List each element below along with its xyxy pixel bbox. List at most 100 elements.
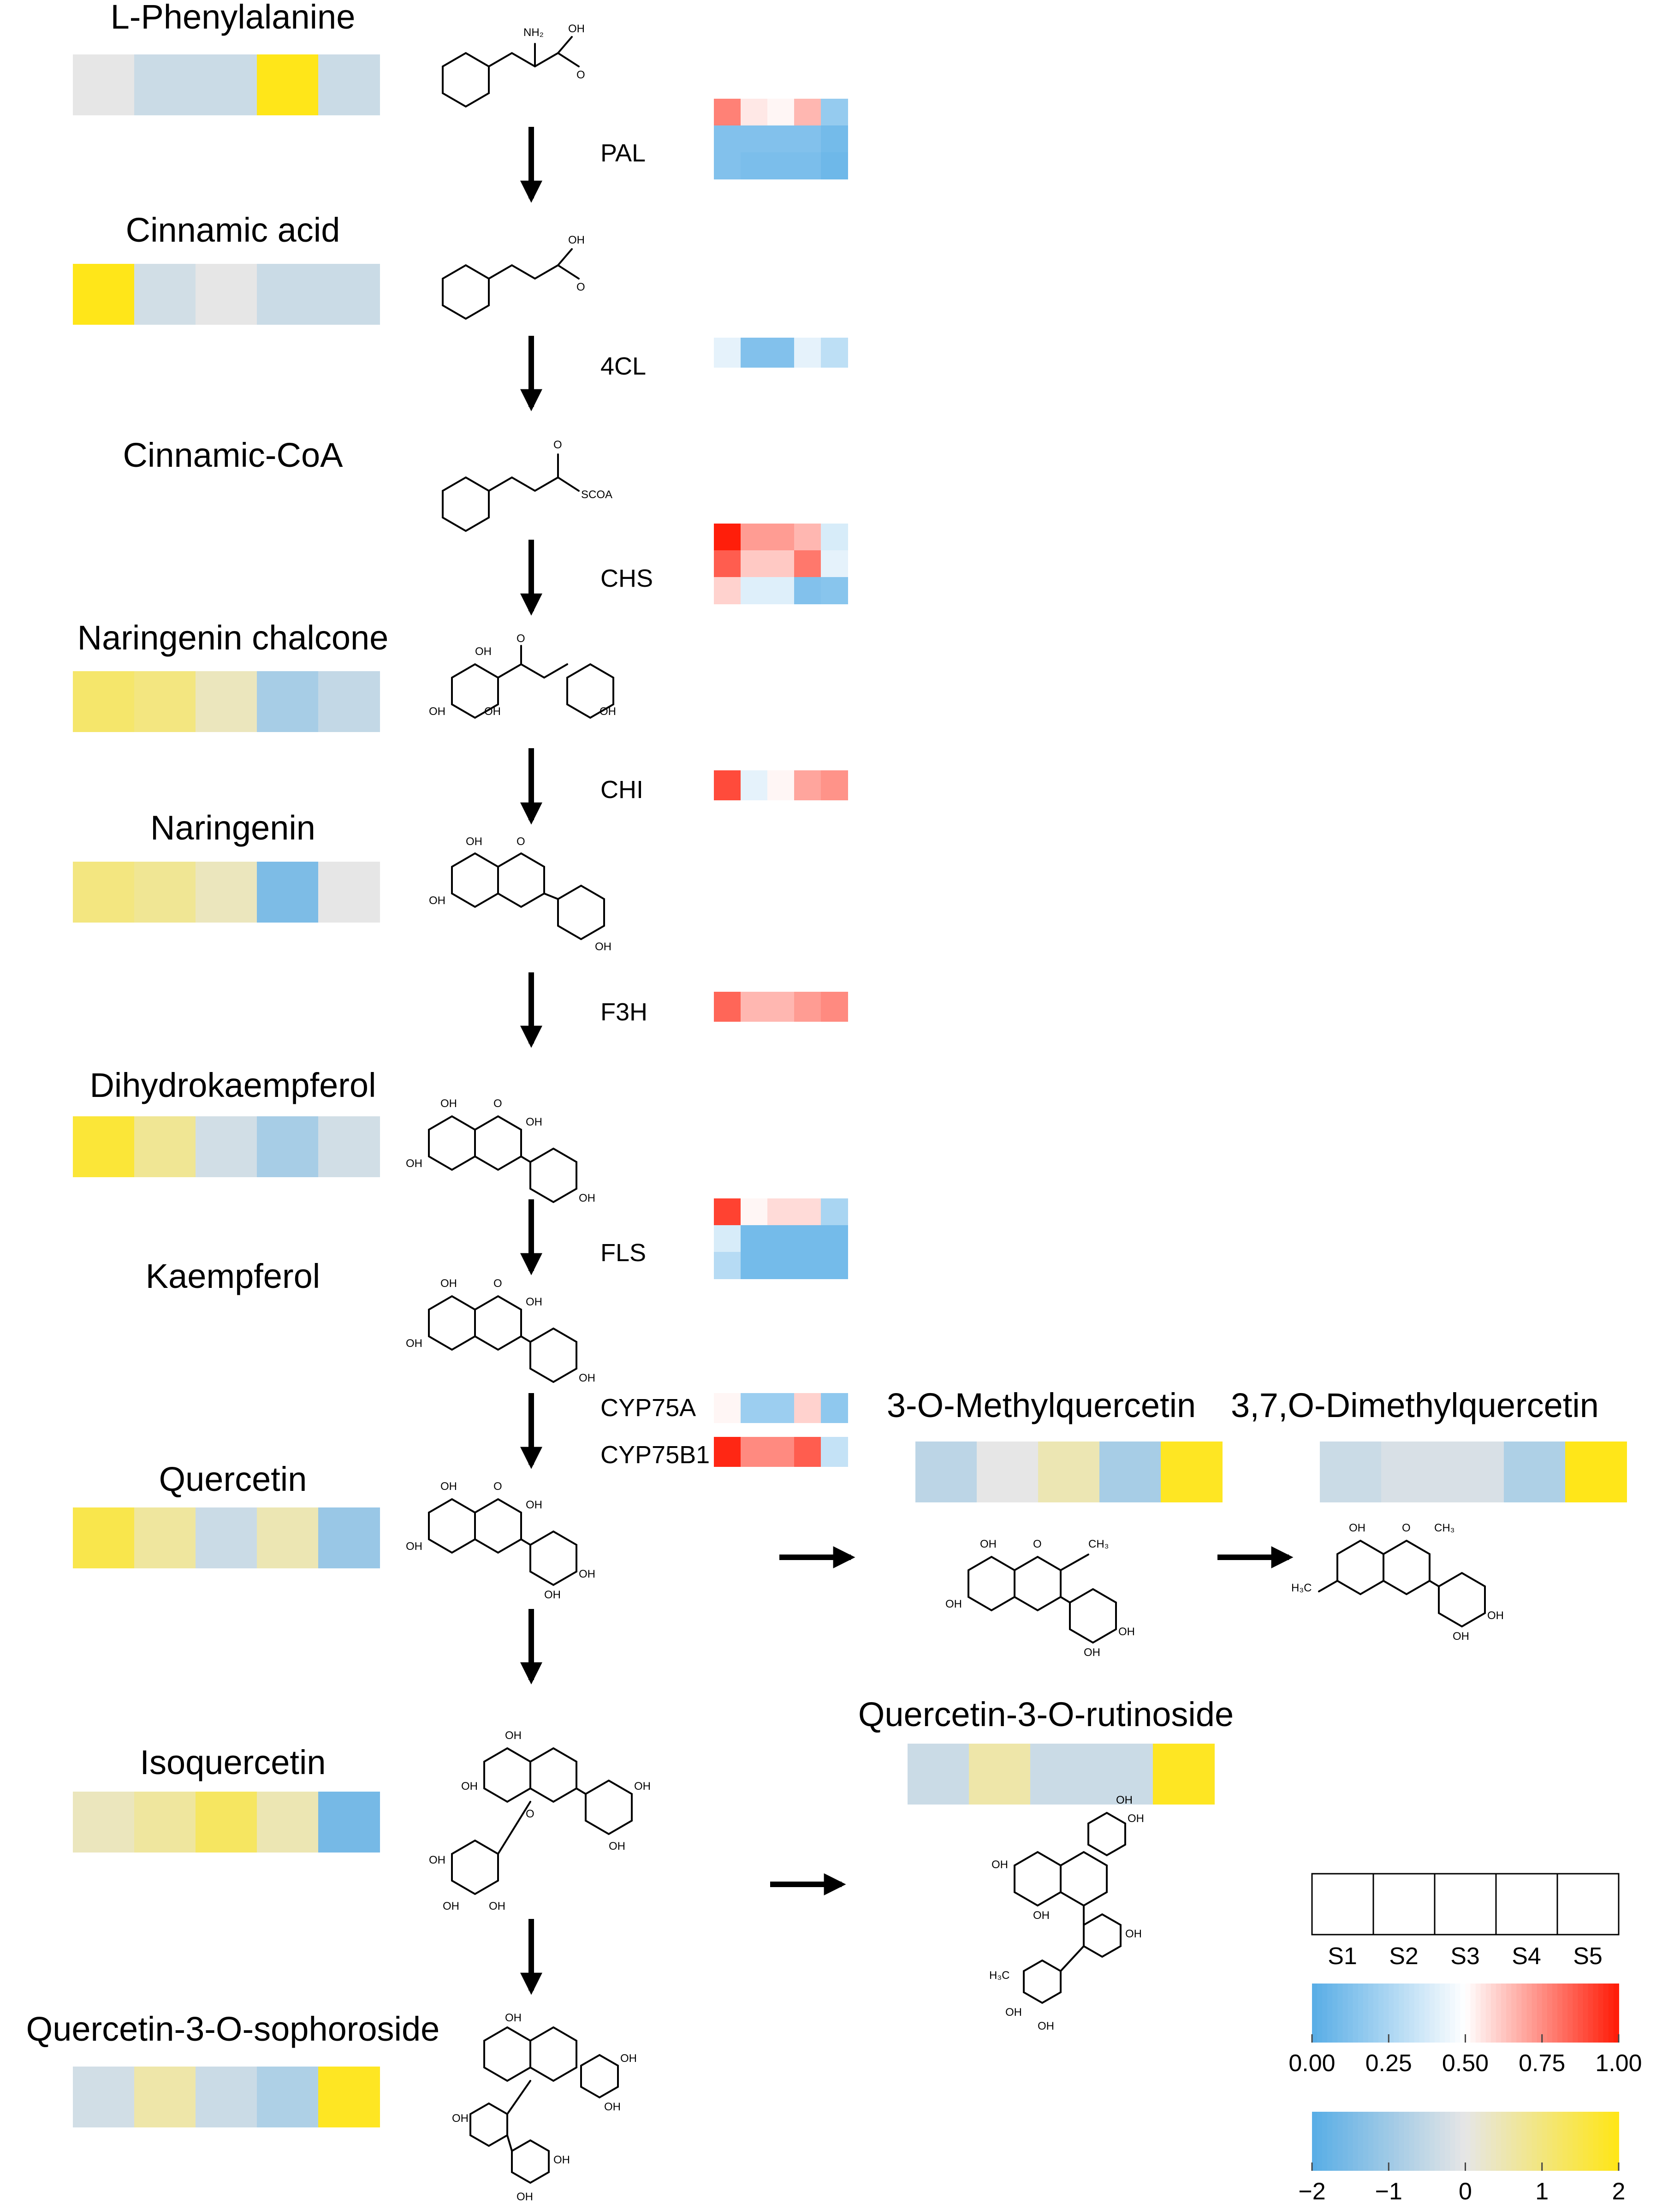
metabolite-cell bbox=[73, 671, 135, 732]
legend-sample-label: S2 bbox=[1389, 1943, 1419, 1970]
enzyme-cell bbox=[714, 524, 741, 551]
atom-oh: OH bbox=[429, 1854, 445, 1866]
legend-sample-box bbox=[1556, 1873, 1620, 1936]
colorbar-segment bbox=[1368, 2112, 1374, 2171]
colorbar-segment bbox=[1460, 2112, 1466, 2171]
atom-oh: OH bbox=[1128, 1812, 1144, 1825]
colorbar-segment bbox=[1353, 1984, 1359, 2043]
colorbar-segment bbox=[1414, 1984, 1420, 2043]
metabolite-cell bbox=[257, 2067, 319, 2127]
metabolite-cell bbox=[196, 1792, 257, 1853]
enzyme-cell bbox=[767, 770, 795, 800]
metabolite-cell bbox=[73, 264, 135, 325]
colorbar-segment bbox=[1450, 1984, 1456, 2043]
legend-sample-box bbox=[1372, 1873, 1436, 1936]
enzyme-cell bbox=[821, 99, 848, 126]
colorbar-segment bbox=[1613, 1984, 1619, 2043]
colorbar-segment bbox=[1542, 2112, 1548, 2171]
atom-oh: OH bbox=[1038, 2020, 1054, 2032]
colorbar-segment bbox=[1537, 1984, 1543, 2043]
enzyme-cell bbox=[714, 1437, 741, 1467]
colorbar-segment bbox=[1322, 2112, 1328, 2171]
colorbar-segment bbox=[1353, 2112, 1359, 2171]
colorbar-segment bbox=[1424, 1984, 1430, 2043]
colorbar-segment bbox=[1460, 1984, 1466, 2043]
colorbar-tick-label: 0.75 bbox=[1519, 2050, 1565, 2077]
structure-cinnamic-acid: OH O bbox=[442, 234, 585, 320]
enzyme-cell bbox=[794, 550, 821, 578]
enzyme-cell bbox=[794, 770, 821, 800]
enzyme-cell bbox=[741, 1198, 768, 1226]
enzyme-cell bbox=[794, 1393, 821, 1423]
label-3-o-methylquercetin: 3-O-Methylquercetin bbox=[887, 1386, 1196, 1424]
colorbar-segment bbox=[1409, 1984, 1415, 2043]
metabolite-cell bbox=[257, 264, 319, 325]
enzyme-cell bbox=[794, 125, 821, 153]
atom-h3c: H₃C bbox=[1291, 1582, 1312, 1594]
structure-3-7-o-dimethylquercetin: OH O CH₃ H₃C OH OH bbox=[1291, 1522, 1504, 1643]
atom-o: O bbox=[516, 632, 525, 645]
colorbar-segment bbox=[1394, 1984, 1400, 2043]
enzyme-cell bbox=[794, 1252, 821, 1279]
colorbar-segment bbox=[1378, 1984, 1384, 2043]
colorbar-segment bbox=[1578, 2112, 1584, 2171]
colorbar-segment bbox=[1327, 1984, 1333, 2043]
colorbar-segment bbox=[1475, 2112, 1481, 2171]
enzyme-cell bbox=[767, 99, 795, 126]
colorbar-segment bbox=[1470, 2112, 1476, 2171]
colorbar-segment bbox=[1378, 2112, 1384, 2171]
enzyme-cell bbox=[767, 1252, 795, 1279]
colorbar-tick-label: −1 bbox=[1375, 2178, 1402, 2205]
colorbar-segment bbox=[1337, 1984, 1343, 2043]
enzyme-cell bbox=[767, 1198, 795, 1226]
colorbar-segment bbox=[1322, 1984, 1328, 2043]
colorbar-segment bbox=[1389, 2112, 1395, 2171]
label-naringenin: Naringenin bbox=[150, 809, 315, 847]
colorbar-segment bbox=[1399, 1984, 1405, 2043]
colorbar-segment bbox=[1603, 1984, 1609, 2043]
colorbar-segment bbox=[1526, 1984, 1532, 2043]
colorbar-segment bbox=[1593, 2112, 1599, 2171]
enzyme-cell bbox=[821, 152, 848, 179]
atom-oh: OH bbox=[475, 645, 492, 658]
atom-oh: OH bbox=[568, 234, 585, 246]
legend-gene-colorbar bbox=[1312, 1984, 1619, 2043]
atom-oh: OH bbox=[440, 1480, 457, 1493]
atom-o: O bbox=[526, 1808, 534, 1820]
enzyme-cell bbox=[794, 524, 821, 551]
enzyme-cell bbox=[714, 152, 741, 179]
colorbar-segment bbox=[1465, 2112, 1471, 2171]
colorbar-segment bbox=[1608, 1984, 1614, 2043]
enzyme-cell bbox=[821, 1198, 848, 1226]
enzyme-cell bbox=[741, 125, 768, 153]
colorbar-segment bbox=[1368, 1984, 1374, 2043]
enzyme-cell bbox=[767, 338, 795, 368]
colorbar-segment bbox=[1490, 1984, 1496, 2043]
colorbar-segment bbox=[1598, 1984, 1604, 2043]
colorbar-segment bbox=[1389, 1984, 1395, 2043]
metabolite-cell bbox=[1153, 1744, 1215, 1805]
enzyme-cell bbox=[741, 770, 768, 800]
atom-oh: OH bbox=[1118, 1626, 1135, 1638]
enzyme-cell bbox=[714, 577, 741, 604]
colorbar-segment bbox=[1475, 1984, 1481, 2043]
metabolite-cell bbox=[1099, 1442, 1161, 1502]
atom-oh: OH bbox=[568, 23, 585, 35]
enzyme-cell bbox=[714, 125, 741, 153]
colorbar-segment bbox=[1516, 1984, 1522, 2043]
metabolite-cell bbox=[318, 671, 380, 732]
atom-oh: OH bbox=[406, 1157, 422, 1170]
colorbar-segment bbox=[1332, 1984, 1338, 2043]
legend-sample-label: S1 bbox=[1328, 1943, 1357, 1970]
colorbar-segment bbox=[1399, 2112, 1405, 2171]
label-3-7-o-dimethylquercetin: 3,7,O-Dimethylquercetin bbox=[1231, 1386, 1599, 1424]
colorbar-segment bbox=[1450, 2112, 1456, 2171]
metabolite-cell bbox=[318, 264, 380, 325]
colorbar-segment bbox=[1501, 2112, 1507, 2171]
atom-oh: OH bbox=[526, 1499, 542, 1511]
label-cinnamic-coa: Cinnamic-CoA bbox=[123, 436, 343, 474]
atom-oh: OH bbox=[609, 1840, 625, 1853]
atom-oh: OH bbox=[429, 705, 445, 718]
metabolite-cell bbox=[908, 1744, 969, 1805]
